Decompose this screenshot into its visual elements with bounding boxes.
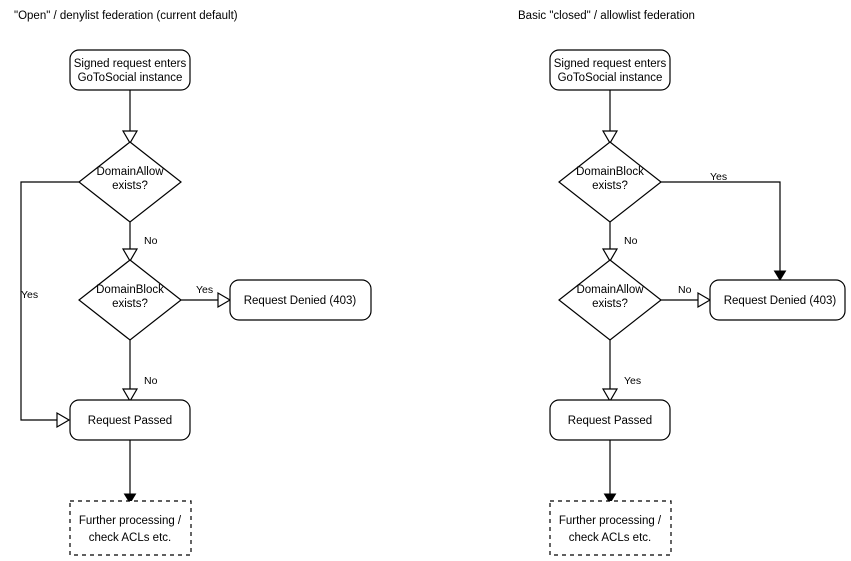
edge-label-domainallow-yes: Yes [624,375,641,387]
node-domainallow-allowlist: DomainAllow exists? [558,259,662,341]
edge-label-domainblock-yes: Yes [196,284,213,296]
arrowhead-open-icon [121,248,139,263]
arrowhead-open-icon [601,248,619,263]
node-domainallow-line1: DomainAllow [576,284,644,296]
node-further-line2: check ACLs etc. [569,532,651,544]
arrowhead-open-icon [697,291,712,309]
arrowhead-open-icon [56,411,71,429]
node-denied-denylist: Request Denied (403) [229,279,372,321]
node-domainblock-line2: exists? [592,180,628,192]
node-entry-shape [549,49,671,91]
node-domainblock-line1: DomainBlock [96,284,164,296]
node-entry-line2: GoToSocial instance [558,72,663,84]
node-domainallow-denylist: DomainAllow exists? [78,141,182,223]
edge-domainblock-yes-to-denied: Yes [181,284,232,309]
node-passed-denylist: Request Passed [69,399,191,441]
arrowhead-solid-icon [603,493,617,504]
node-domainblock-line2: exists? [112,298,148,310]
node-entry-line2: GoToSocial instance [78,72,183,84]
edge-domainallow-yes-to-passed: Yes [601,340,641,403]
node-passed-allowlist: Request Passed [549,399,671,441]
node-domainallow-line2: exists? [112,180,148,192]
edge-domainblock-no-to-passed: No [121,340,158,403]
node-further-denylist: Further processing / check ACLs etc. [69,500,192,556]
edge-label-domainblock-no: No [624,235,638,247]
edge-domainblock-no-to-domainallow: No [601,222,638,263]
edge-label-domainblock-no: No [144,375,158,387]
node-further-line1: Further processing / [559,515,662,527]
node-entry-line1: Signed request enters [74,58,187,70]
panel-title-allowlist: Basic "closed" / allowlist federation [518,10,695,22]
edge-label-domainallow-no: No [144,235,158,247]
node-denied-shape [709,279,846,321]
node-denied-label: Request Denied (403) [244,295,357,307]
node-denied-shape [229,279,372,321]
node-entry-allowlist: Signed request enters GoToSocial instanc… [549,49,671,91]
node-domainallow-line1: DomainAllow [96,166,164,178]
node-passed-label: Request Passed [568,415,652,427]
arrowhead-open-icon [601,388,619,403]
edge-entry-to-domainblock [601,90,619,145]
node-entry-denylist: Signed request enters GoToSocial instanc… [69,49,191,91]
node-entry-shape [69,49,191,91]
edge-domainblock-yes-to-denied: Yes [661,171,787,281]
panel-denylist: "Open" / denylist federation (current de… [14,10,372,556]
edge-domainallow-yes-to-passed: Yes [20,181,79,429]
arrowhead-open-icon [217,291,232,309]
panel-allowlist: Basic "closed" / allowlist federation Si… [518,10,846,556]
arrowhead-open-icon [121,388,139,403]
edge-domainallow-no-to-domainblock: No [121,222,158,263]
node-passed-label: Request Passed [88,415,172,427]
edge-passed-to-further [603,440,617,504]
edge-label-domainallow-no: No [678,284,692,296]
node-domainblock-line1: DomainBlock [576,166,644,178]
edge-passed-to-further [123,440,137,504]
node-domainblock-denylist: DomainBlock exists? [78,259,182,341]
node-denied-allowlist: Request Denied (403) [709,279,846,321]
node-further-allowlist: Further processing / check ACLs etc. [549,500,672,556]
node-entry-line1: Signed request enters [554,58,667,70]
node-further-shape [549,500,672,556]
node-further-shape [69,500,192,556]
node-further-line1: Further processing / [79,515,182,527]
node-domainblock-allowlist: DomainBlock exists? [558,141,662,223]
node-denied-label: Request Denied (403) [724,295,837,307]
arrowhead-solid-icon [773,270,787,281]
node-domainallow-line2: exists? [592,298,628,310]
arrowhead-solid-icon [123,493,137,504]
arrowhead-open-icon [121,130,139,145]
node-further-line2: check ACLs etc. [89,532,171,544]
panel-title-denylist: "Open" / denylist federation (current de… [14,10,238,22]
edge-label-domainblock-yes: Yes [710,171,727,183]
arrowhead-open-icon [601,130,619,145]
edge-domainallow-no-to-denied: No [661,284,712,309]
edge-label-domainallow-yes: Yes [21,289,38,301]
edge-entry-to-domainallow [121,90,139,145]
